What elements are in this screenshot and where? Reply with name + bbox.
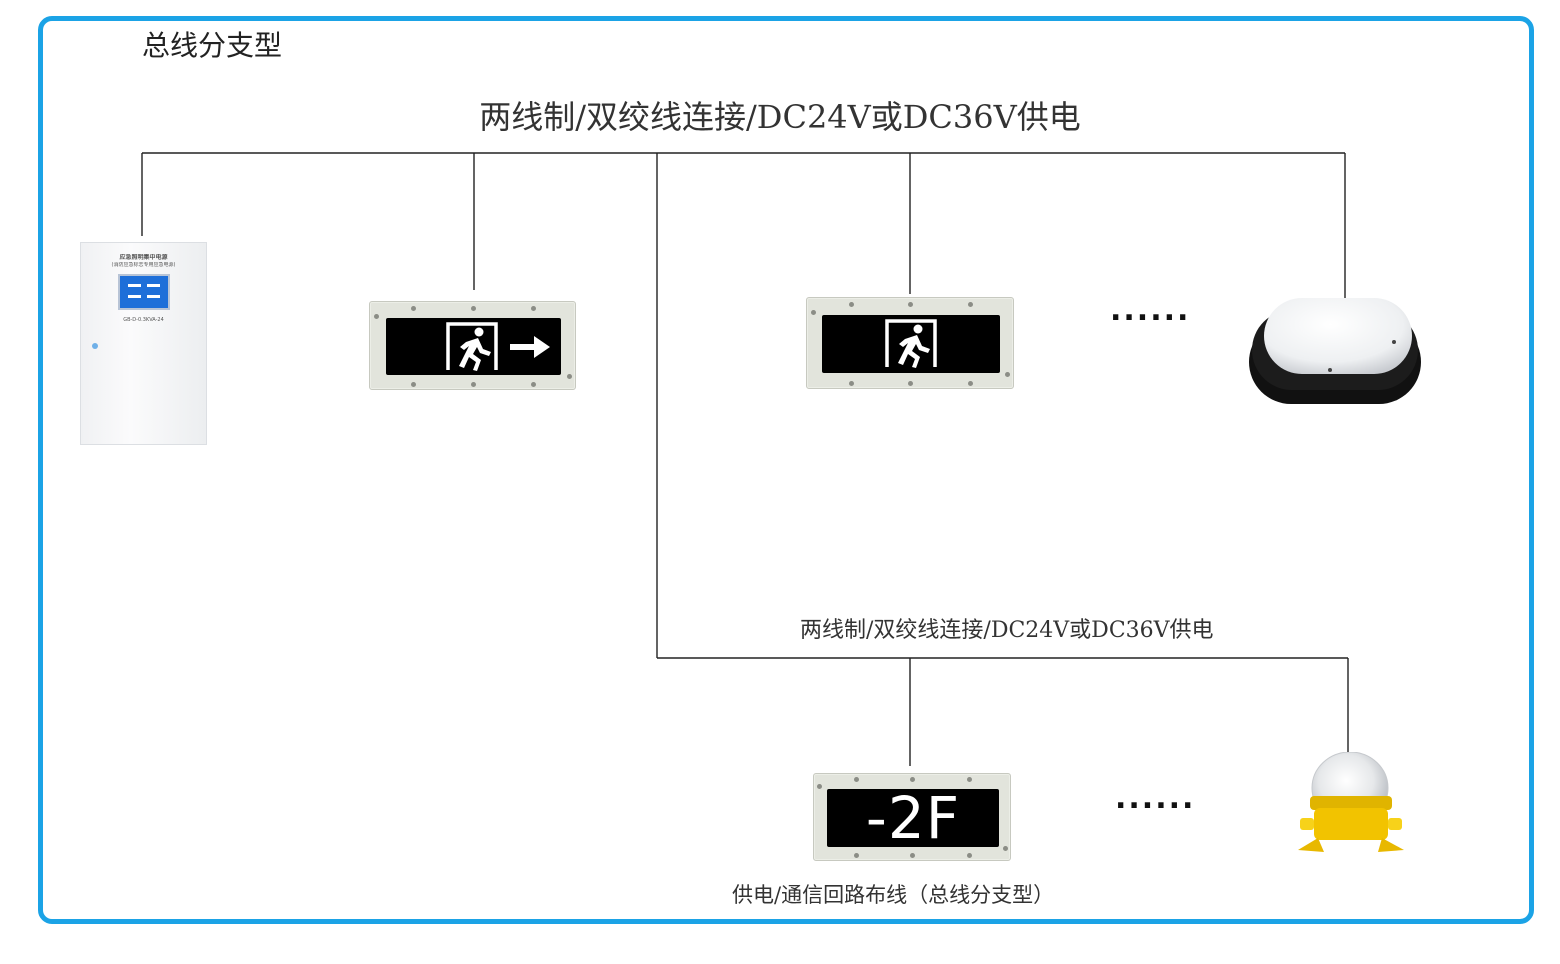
cabinet-indicator-icon [92, 343, 98, 349]
cabinet-model: GB-D-0.3KVA-24 [123, 317, 164, 323]
central-power-cabinet: 应急照明集中电源 (消防应急标志专用应急电源) GB-D-0.3KVA-24 [80, 242, 207, 445]
diagram-title: 总线分支型 [142, 29, 283, 62]
running-man-exit-arrow-icon [446, 322, 550, 371]
cabinet-display-icon [118, 274, 170, 310]
exit-sign-with-arrow [369, 301, 576, 390]
explosion-proof-dome-lamp-icon [1298, 752, 1404, 852]
ellipsis-more-devices-top: ...... [1110, 293, 1191, 328]
ellipsis-more-devices-bottom: ...... [1115, 781, 1196, 816]
floor-indicator-sign: -2F [813, 773, 1011, 861]
exit-sign [806, 297, 1014, 389]
cabinet-label: 应急照明集中电源 [119, 254, 168, 261]
bulkhead-lamp-icon [1249, 298, 1421, 404]
floor-sign-text: -2F [865, 789, 961, 847]
diagram-frame [38, 16, 1534, 924]
cabinet-sublabel: (消防应急标志专用应急电源) [111, 262, 176, 268]
diagram-caption: 供电/通信回路布线（总线分支型） [732, 883, 1055, 907]
running-man-exit-icon [885, 319, 937, 368]
main-bus-label: 两线制/双绞线连接/DC24V或DC36V供电 [479, 98, 1081, 136]
branch-bus-label: 两线制/双绞线连接/DC24V或DC36V供电 [800, 618, 1214, 643]
